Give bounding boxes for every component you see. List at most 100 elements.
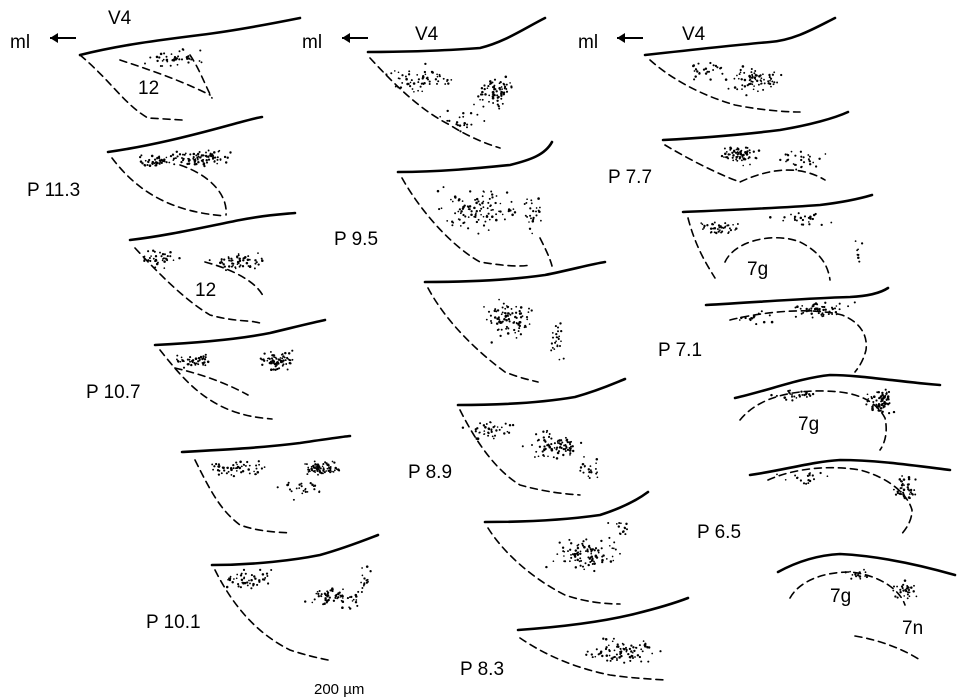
- neuron-dot: [318, 595, 320, 597]
- neuron-dot: [337, 593, 339, 595]
- neuron-dot: [749, 83, 751, 85]
- neuron-dot: [477, 437, 480, 440]
- neuron-dot: [495, 429, 497, 431]
- neuron-dot: [800, 151, 802, 153]
- neuron-dot: [899, 589, 901, 591]
- neuron-dot: [910, 586, 913, 589]
- neuron-dot: [818, 158, 820, 160]
- neuron-dot: [287, 484, 289, 486]
- neuron-dot: [511, 214, 514, 217]
- neuron-dot: [732, 157, 734, 159]
- arrow-left-icon: [617, 33, 643, 43]
- neuron-dot: [577, 547, 579, 549]
- neuron-dot: [503, 432, 505, 434]
- neuron-dot: [226, 467, 228, 469]
- neuron-dot: [556, 447, 558, 449]
- neuron-dot: [463, 122, 466, 125]
- neuron-dot: [238, 585, 240, 587]
- neuron-dot: [640, 660, 642, 662]
- neuron-dot: [188, 160, 190, 162]
- neuron-dot: [238, 253, 240, 255]
- neuron-dot: [773, 81, 775, 83]
- neuron-dot: [634, 656, 636, 658]
- neuron-dot: [644, 645, 647, 648]
- neuron-dot: [246, 461, 248, 463]
- neuron-dot: [602, 638, 604, 640]
- neuron-dot: [314, 485, 316, 487]
- neuron-dot: [761, 77, 763, 79]
- neuron-dot: [213, 161, 215, 163]
- neuron-dot: [808, 158, 810, 160]
- neuron-dot: [187, 55, 189, 57]
- neuron-dot: [178, 58, 180, 60]
- neuron-dot: [894, 595, 896, 597]
- neuron-dot: [490, 320, 492, 322]
- neuron-dot: [735, 149, 737, 151]
- neuron-dot: [534, 456, 536, 458]
- neuron-dot: [622, 643, 624, 645]
- neuron-dot: [530, 217, 532, 219]
- neuron-dot: [504, 87, 506, 89]
- neuron-dot: [732, 224, 734, 226]
- neuron-dot: [736, 160, 738, 162]
- neuron-dot: [491, 431, 493, 433]
- neuron-dot: [535, 451, 537, 453]
- neuron-dot: [173, 163, 175, 165]
- neuron-dot: [706, 71, 708, 73]
- neuron-dot: [143, 258, 145, 260]
- neuron-dot: [462, 214, 464, 216]
- neuron-dot: [748, 158, 750, 160]
- neuron-dot: [249, 582, 251, 584]
- neuron-dot: [561, 447, 563, 449]
- neuron-dot: [622, 648, 624, 650]
- neuron-dot: [601, 655, 603, 657]
- neuron-dot: [446, 79, 448, 81]
- neuron-dot: [424, 63, 426, 65]
- neuron-dot: [470, 112, 472, 114]
- neuron-dot: [462, 116, 464, 118]
- neuron-dot: [450, 199, 452, 201]
- neuron-dot: [528, 311, 530, 313]
- neuron-dot: [545, 566, 547, 568]
- neuron-dot: [508, 318, 510, 320]
- neuron-dot: [328, 599, 330, 601]
- neuron-dot: [349, 607, 351, 609]
- neuron-dot: [462, 200, 464, 202]
- neuron-dot: [727, 153, 729, 155]
- section-col1-p101a: [182, 436, 350, 533]
- section-col1-p107b: [155, 320, 325, 419]
- neuron-dot: [892, 590, 894, 592]
- neuron-dot: [220, 158, 222, 160]
- neuron-dot: [738, 153, 740, 155]
- neuron-dot: [702, 223, 704, 225]
- neuron-dot: [799, 395, 801, 397]
- neuron-dot: [233, 578, 235, 580]
- nucleus-7g-label: 7g: [747, 259, 768, 280]
- neuron-dot: [909, 497, 911, 499]
- neuron-dot: [703, 225, 705, 227]
- neuron-dot: [514, 332, 516, 334]
- neuron-dot: [417, 81, 419, 83]
- neuron-dot: [507, 312, 509, 314]
- neuron-dot: [167, 255, 169, 257]
- neuron-dot: [401, 82, 403, 84]
- neuron-dot: [909, 493, 911, 495]
- neuron-dot: [230, 576, 232, 578]
- neuron-dot: [291, 350, 293, 352]
- neuron-dot: [805, 308, 807, 310]
- neuron-dot: [481, 202, 483, 204]
- neuron-dot: [206, 162, 208, 164]
- neuron-dot: [564, 560, 566, 562]
- neuron-dot: [595, 547, 597, 549]
- neuron-dot: [240, 574, 242, 576]
- neuron-dot: [590, 553, 592, 555]
- neuron-dot: [563, 555, 565, 557]
- neuron-dot: [264, 577, 266, 579]
- neuron-dot: [282, 365, 284, 367]
- neuron-dot: [526, 198, 528, 200]
- neuron-dot: [576, 559, 579, 562]
- neuron-dot: [631, 655, 633, 657]
- neuron-dot: [199, 151, 201, 153]
- neuron-dot: [520, 312, 522, 314]
- neuron-dot: [501, 329, 503, 331]
